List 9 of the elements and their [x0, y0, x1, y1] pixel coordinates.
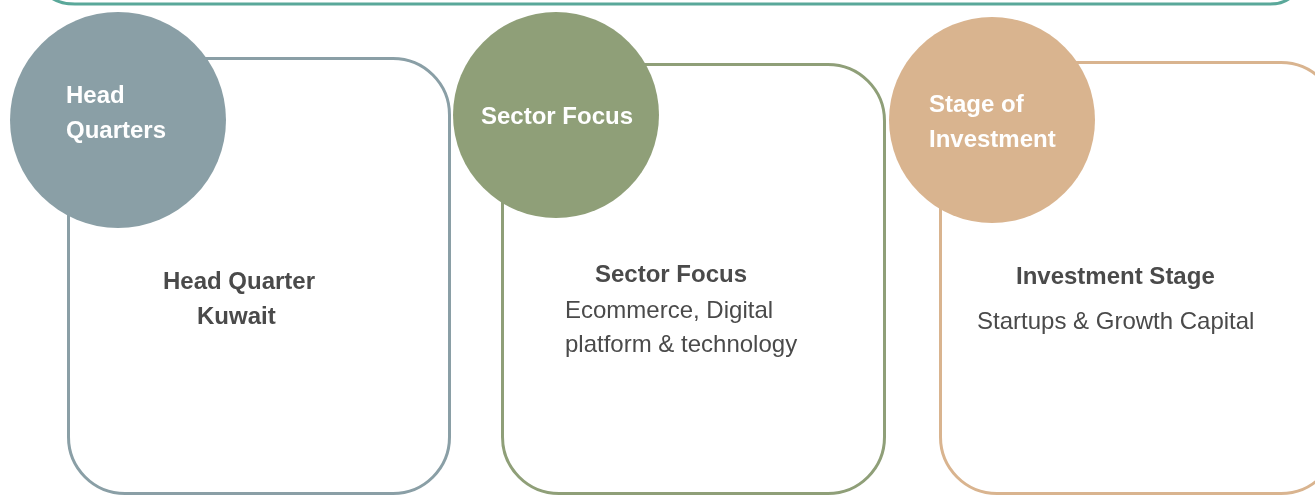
- circle-heading: Head Quarters: [66, 80, 168, 145]
- card-text: Startups & Growth Capital: [977, 306, 1255, 336]
- card-heading: Kuwait: [197, 301, 276, 331]
- circle-heading: Sector Focus: [481, 101, 635, 131]
- card-text: Ecommerce, Digital platform & technology: [565, 295, 799, 359]
- card-heading: Investment Stage: [1016, 261, 1215, 291]
- circle-heading: Stage of Investment: [929, 89, 1057, 154]
- card-heading: Head Quarter: [163, 266, 316, 296]
- card-heading: Sector Focus: [595, 259, 748, 289]
